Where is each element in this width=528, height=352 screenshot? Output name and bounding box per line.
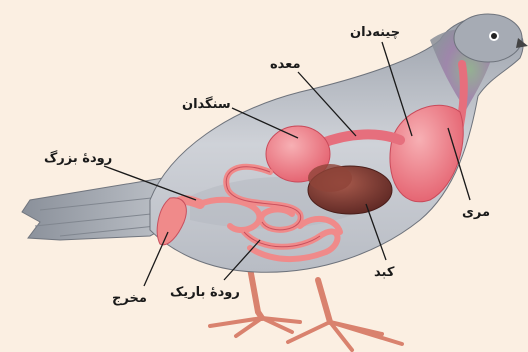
label-gizzard: سنگدان: [182, 98, 231, 111]
label-cloaca: مخرج: [112, 292, 147, 305]
label-crop: چینه‌دان: [350, 26, 400, 39]
label-large-intestine: رودهٔ بزرگ: [44, 152, 112, 165]
label-liver: کبد: [374, 266, 394, 279]
label-esophagus: مری: [462, 206, 490, 219]
label-stomach: معده: [270, 58, 301, 71]
legs: [210, 268, 402, 350]
label-small-intestine: رودهٔ باریک: [170, 286, 240, 299]
